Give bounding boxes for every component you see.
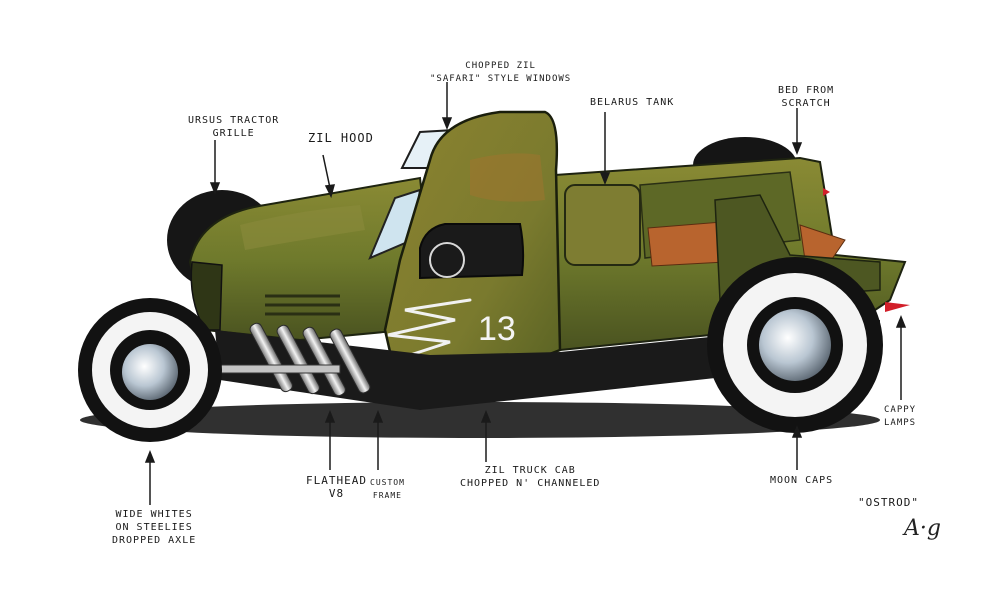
label-hubcaps: MOON CAPS — [770, 474, 833, 487]
label-frame-line1: CUSTOM — [370, 478, 405, 487]
label-hubcaps-text: MOON CAPS — [770, 475, 834, 486]
dropped-axle — [219, 364, 341, 374]
label-bed-line1: BED FROM — [778, 85, 835, 96]
side-louvers — [265, 294, 340, 316]
rear-moon-cap — [759, 309, 831, 381]
taillight — [885, 302, 910, 312]
callout-leaders — [144, 82, 907, 505]
label-engine-line2: V8 — [328, 487, 345, 500]
label-hood: ZIL HOOD — [308, 132, 374, 145]
label-grille-line1: URSUS TRACTOR — [188, 115, 280, 126]
label-lamps-line1: CAPPY — [884, 405, 917, 415]
label-chopped-window-line1: CHOPPED ZIL — [465, 61, 536, 71]
label-tires-line1: WIDE WHITES — [115, 509, 193, 520]
artist-signature-text: A·g — [904, 516, 941, 541]
label-bed-line2: SCRATCH — [781, 98, 831, 109]
label-cab: ZIL TRUCK CAB CHOPPED N' CHANNELED — [460, 464, 600, 490]
label-lamps: CAPPY LAMPS — [884, 404, 916, 430]
front-wheel — [78, 298, 222, 442]
label-tires-line3: DROPPED AXLE — [112, 535, 197, 546]
cab-window — [419, 223, 525, 280]
steering-wheel — [429, 242, 465, 278]
flathead-v8-headers — [249, 322, 371, 397]
label-frame-line2: FRAME — [372, 491, 402, 500]
label-lamps-line2: LAMPS — [884, 418, 917, 428]
label-frame: CUSTOM FRAME — [370, 476, 405, 502]
label-tank: BELARUS TANK — [590, 96, 674, 109]
label-engine-line1: FLATHEAD — [306, 474, 367, 487]
label-grille-line2: GRILLE — [212, 128, 255, 139]
sketch-title: "OSTROD" — [858, 496, 919, 509]
door-number: 13 — [478, 310, 516, 348]
cab-taillight — [823, 188, 830, 196]
label-tires: WIDE WHITES ON STEELIES DROPPED AXLE — [112, 508, 196, 547]
hood-rust — [240, 205, 365, 250]
label-tires-line2: ON STEELIES — [115, 522, 193, 533]
sketch-title-text: "OSTROD" — [858, 496, 919, 509]
label-chopped-window: CHOPPED ZIL "SAFARI" STYLE WINDOWS — [430, 60, 571, 86]
front-moon-cap — [122, 344, 178, 400]
label-cab-line2: CHOPPED N' CHANNELED — [460, 478, 601, 489]
ground-shadow — [80, 402, 880, 438]
label-cab-line1: ZIL TRUCK CAB — [484, 465, 576, 476]
rear-wheel — [707, 257, 883, 433]
wood-floor — [647, 221, 726, 267]
artist-signature: A·g — [904, 516, 941, 541]
label-grille: URSUS TRACTOR GRILLE — [188, 114, 279, 140]
belarus-tank — [564, 184, 641, 266]
label-tank-text: BELARUS TANK — [590, 97, 675, 108]
label-bed: BED FROM SCRATCH — [778, 84, 834, 110]
label-hood-text: ZIL HOOD — [308, 131, 374, 145]
label-engine: FLATHEAD V8 — [306, 474, 367, 500]
label-chopped-window-line2: "SAFARI" STYLE WINDOWS — [430, 74, 572, 84]
cab-rust — [470, 153, 545, 202]
